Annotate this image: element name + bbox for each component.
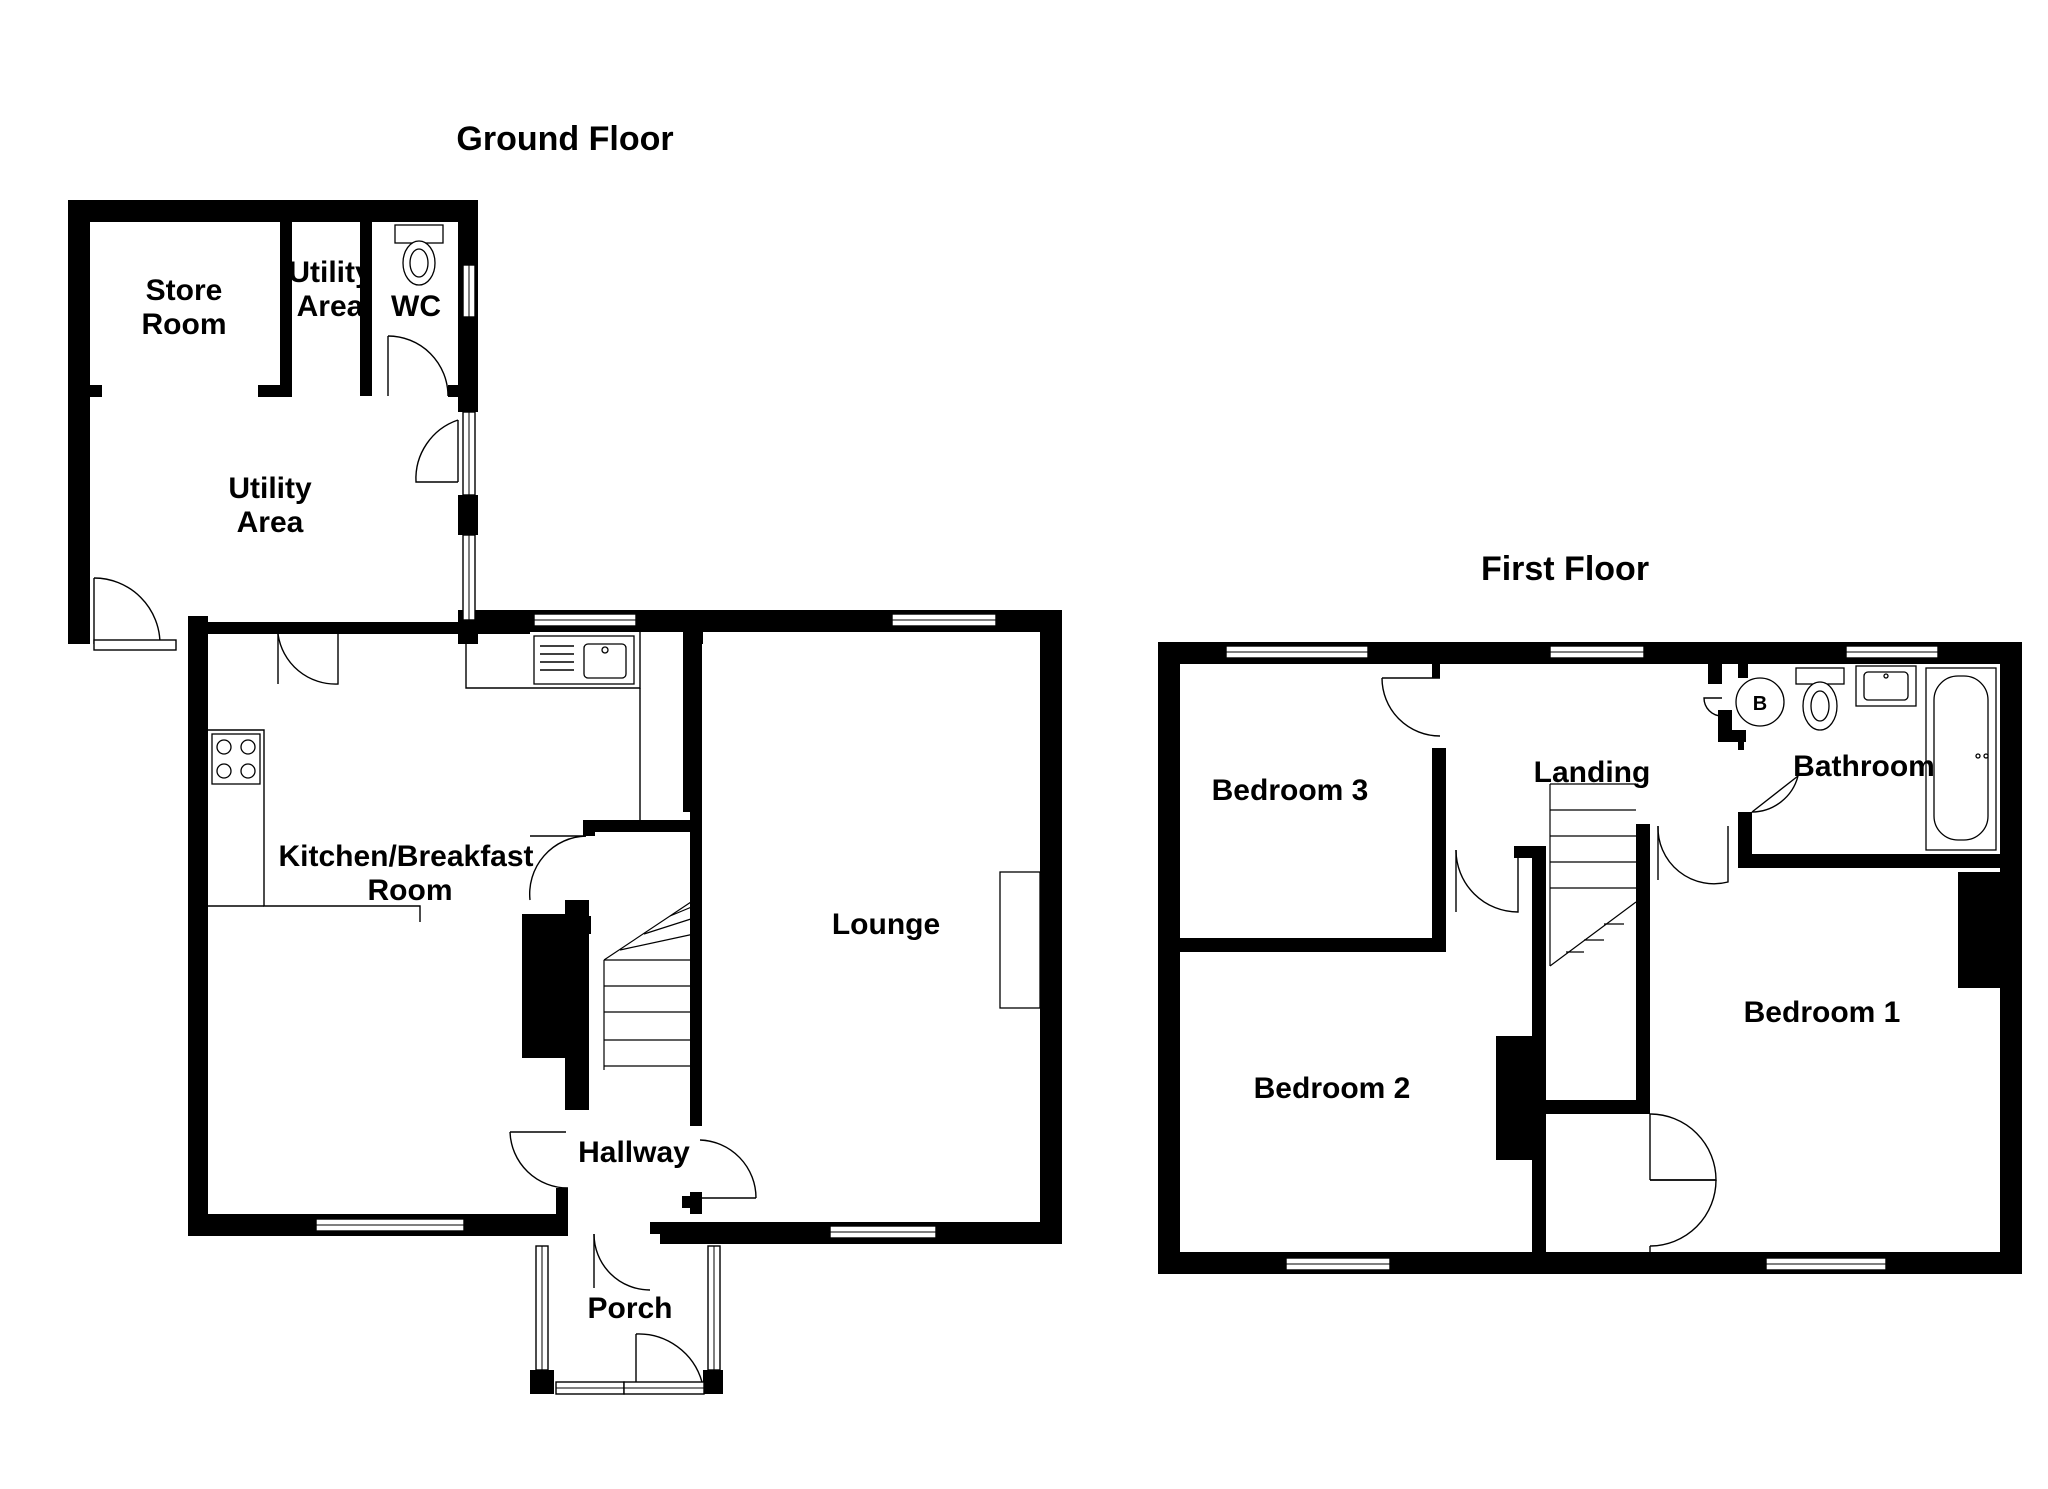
wc-label: WC	[391, 290, 441, 323]
landing-label: Landing	[1534, 756, 1651, 789]
window-icon	[555, 1381, 625, 1395]
first-doors	[1381, 677, 1799, 1252]
hob-icon	[211, 733, 261, 785]
window-icon	[462, 264, 476, 318]
door-icon	[277, 633, 339, 685]
boiler-icon: B	[1735, 677, 1785, 727]
door-icon	[1455, 849, 1519, 913]
sink-icon	[1855, 665, 1917, 707]
first-floor-title: First Floor	[1481, 550, 1649, 588]
window-icon	[533, 613, 637, 627]
toilet-icon	[394, 224, 444, 286]
bedroom-2-label: Bedroom 2	[1254, 1072, 1411, 1105]
door-icon	[699, 1139, 757, 1199]
window-icon	[535, 1245, 549, 1371]
chimney-breast-icon	[1958, 872, 2002, 988]
window-icon	[707, 1245, 721, 1371]
door-icon	[509, 1131, 569, 1189]
door-icon	[593, 1233, 651, 1291]
window-icon	[1765, 1257, 1887, 1271]
fireplace-icon	[999, 871, 1041, 1009]
window-icon	[462, 411, 476, 496]
chimney-breast-icon	[525, 914, 567, 1054]
door-icon	[387, 335, 449, 397]
main-ground-walls	[188, 610, 1062, 1394]
first-labels: Bedroom 3 Landing Bathroom Bedroom 1 Bed…	[1212, 750, 1935, 1105]
svg-text:B: B	[1753, 693, 1767, 715]
bedroom-3-label: Bedroom 3	[1212, 774, 1369, 807]
toilet-icon	[1795, 667, 1845, 731]
bathroom-label: Bathroom	[1793, 750, 1935, 783]
door-icon	[1381, 677, 1441, 737]
utility-wing-walls	[68, 200, 478, 644]
window-icon	[462, 534, 476, 621]
door-icon	[1751, 775, 1799, 813]
window-icon	[1549, 645, 1645, 659]
stairs-icon	[603, 899, 695, 1070]
sink-icon	[533, 635, 635, 685]
door-icon	[1657, 825, 1729, 885]
porch-label: Porch	[587, 1292, 672, 1325]
ground-windows	[315, 264, 997, 1395]
door-icon	[635, 1333, 703, 1383]
window-icon	[1225, 645, 1369, 659]
first-windows	[1225, 645, 1939, 1271]
ground-doors	[93, 335, 757, 1383]
window-icon	[891, 613, 997, 627]
door-icon	[93, 577, 177, 651]
window-icon	[315, 1218, 465, 1232]
lounge-label: Lounge	[832, 908, 940, 941]
ground-floor-title: Ground Floor	[456, 120, 673, 158]
window-icon	[1845, 645, 1939, 659]
bedroom-1-label: Bedroom 1	[1744, 996, 1901, 1029]
stairs-icon	[1549, 783, 1637, 967]
first-fixtures: B	[1549, 665, 1997, 967]
window-icon	[623, 1381, 705, 1395]
window-icon	[829, 1225, 937, 1239]
door-icon	[1649, 1113, 1717, 1252]
hallway-label: Hallway	[578, 1136, 690, 1169]
first-floor: B	[1158, 642, 2022, 1274]
door-icon	[1703, 697, 1723, 717]
window-icon	[1285, 1257, 1391, 1271]
door-icon	[528, 835, 587, 901]
ground-fixtures	[208, 224, 1041, 1070]
bath-icon	[1925, 667, 1997, 851]
first-floor-walls	[1158, 642, 2022, 1274]
door-icon	[415, 419, 459, 483]
